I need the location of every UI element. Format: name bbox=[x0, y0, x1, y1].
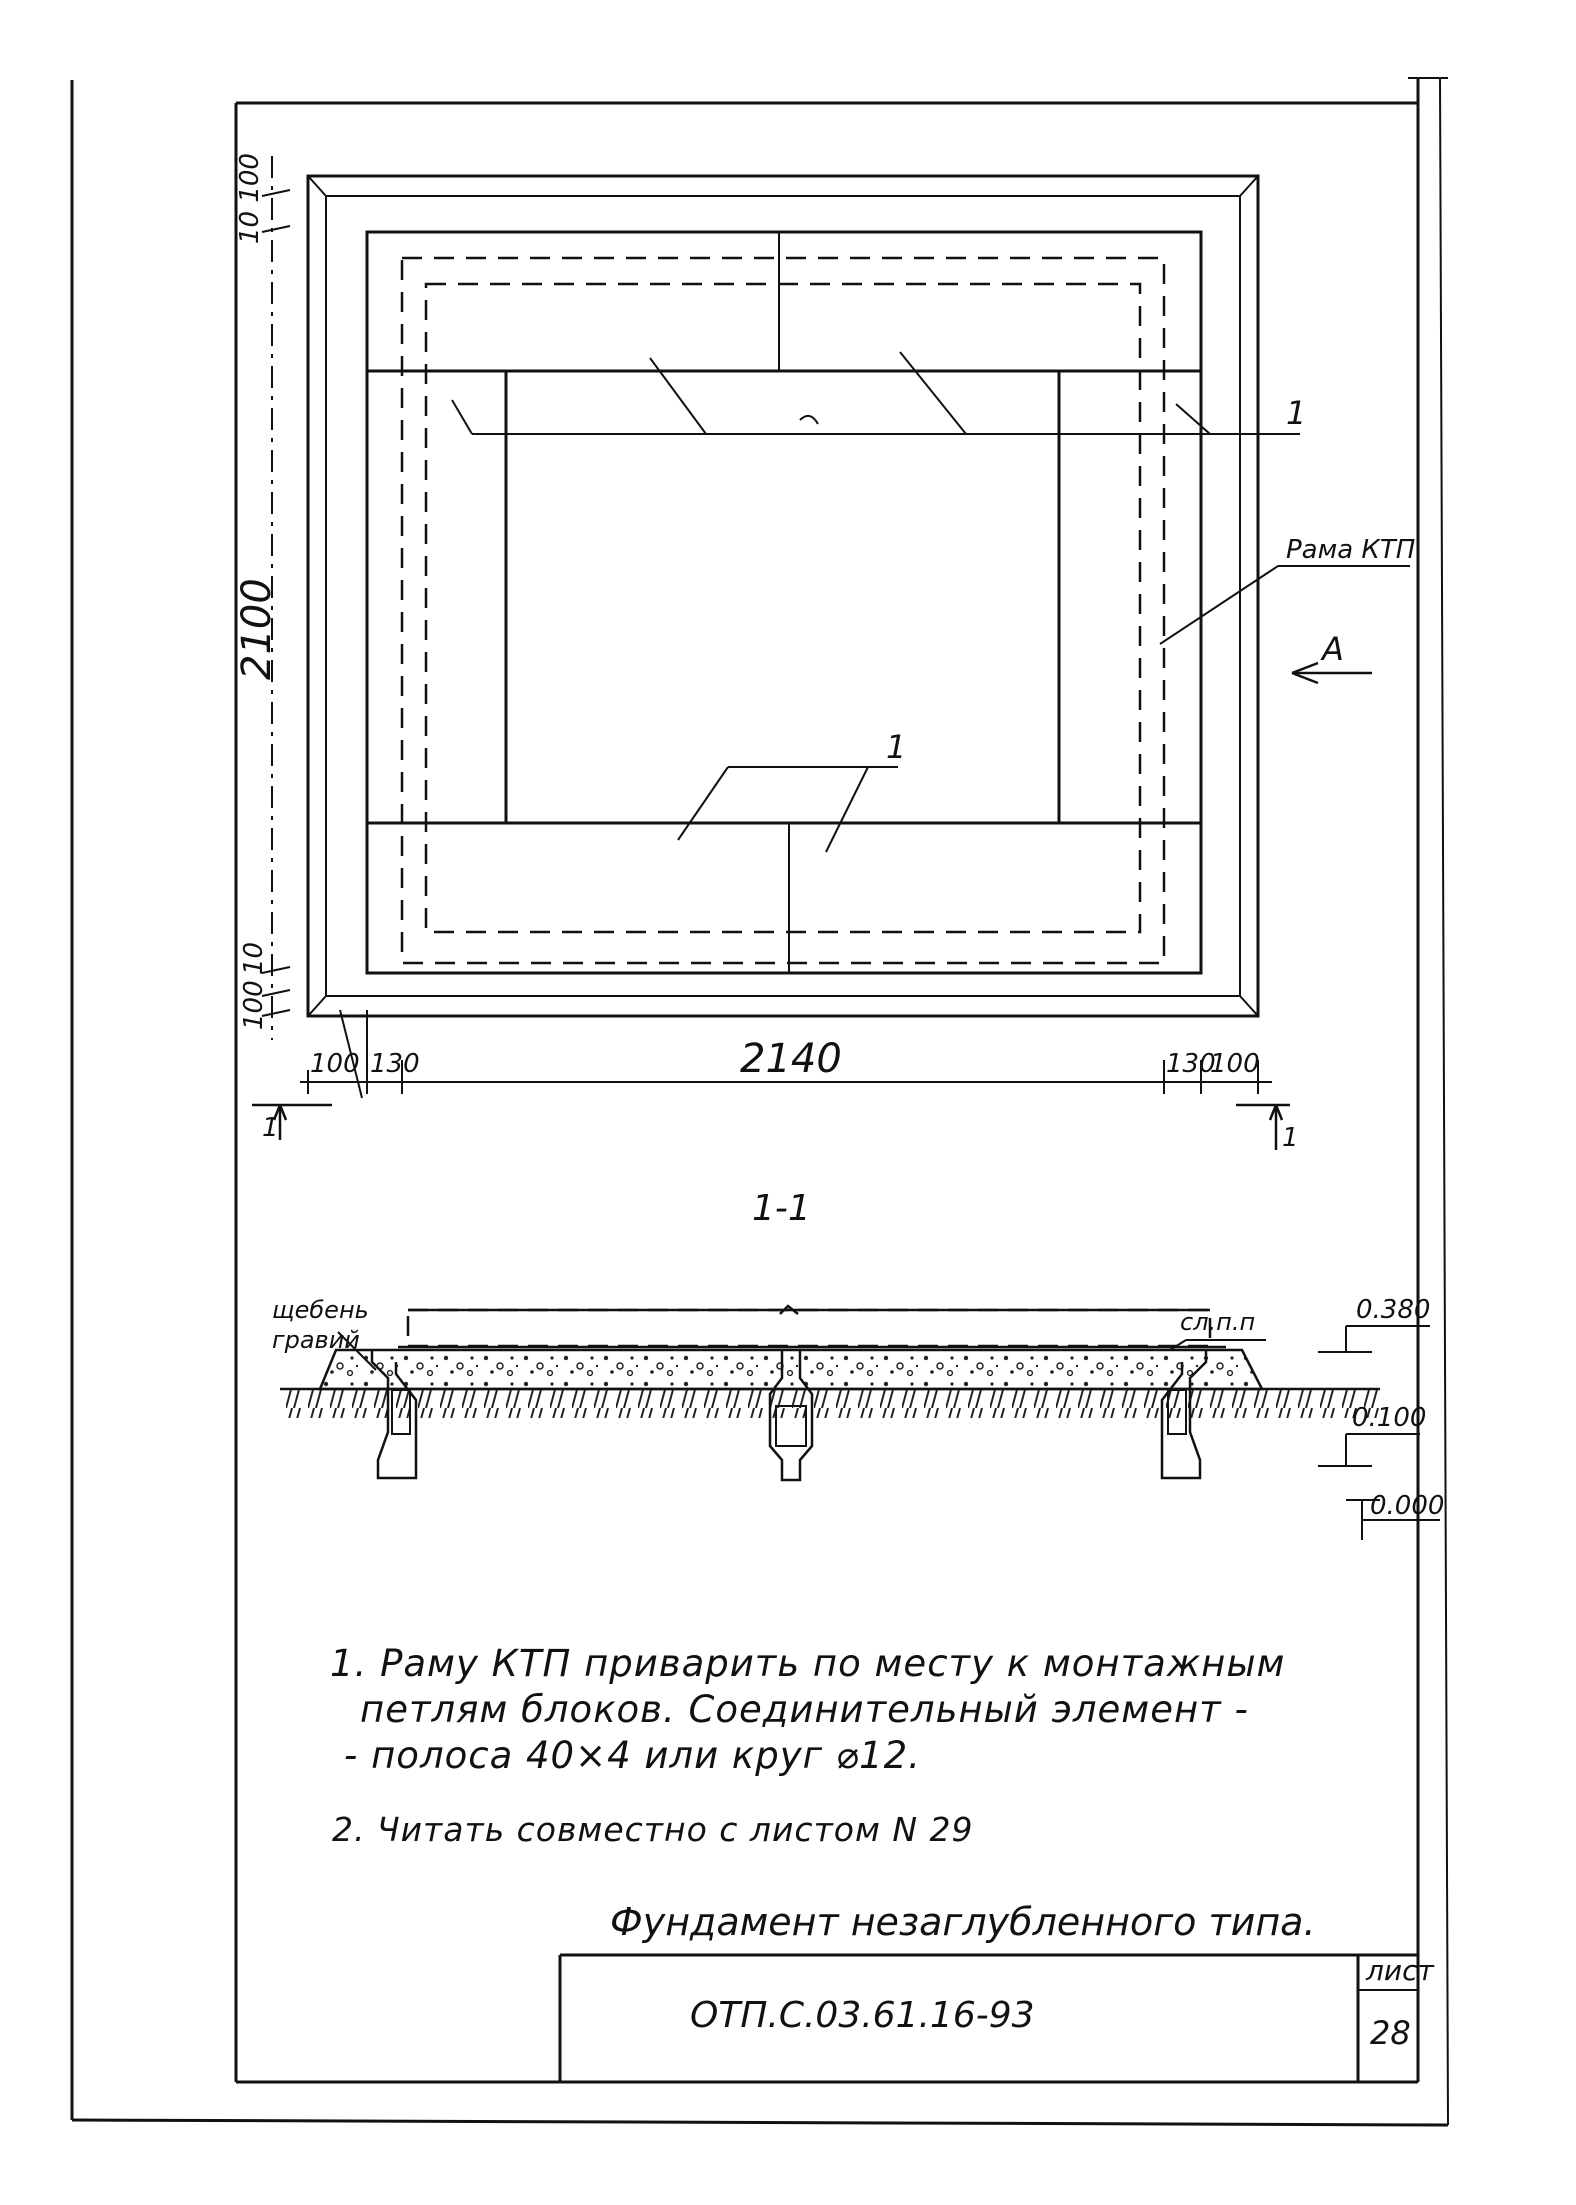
callout-item-top: 1 bbox=[1286, 394, 1306, 432]
dim-right-100: 100 bbox=[1210, 1049, 1260, 1079]
section-cut-marks bbox=[252, 1103, 1290, 1150]
elevation-0100: 0.100 bbox=[1352, 1403, 1426, 1433]
sheet-number: 28 bbox=[1370, 2014, 1411, 2052]
foundation-blocks-outline bbox=[365, 230, 1203, 975]
dim-vertical-span: 2100 bbox=[234, 578, 280, 680]
dim-top-small: 10 100 bbox=[235, 153, 265, 244]
dim-bottom-small: 10 bbox=[239, 942, 269, 975]
dim-left-100: 100 bbox=[310, 1049, 360, 1079]
label-asphalt: сл.п.п bbox=[1180, 1308, 1255, 1336]
elevation-0000: 0.000 bbox=[1370, 1491, 1444, 1521]
horizontal-dimension-line bbox=[300, 1009, 1272, 1099]
elevation-0380: 0.380 bbox=[1356, 1295, 1430, 1325]
sheet-border bbox=[70, 77, 1449, 2127]
frame-ktp-leader bbox=[1159, 565, 1410, 645]
block-middle bbox=[768, 1350, 814, 1482]
ground-hatch bbox=[280, 1390, 1380, 1418]
section-mark-right: 1 bbox=[1282, 1123, 1299, 1153]
dim-right-130: 130 bbox=[1166, 1049, 1216, 1079]
note-line-4: 2. Читать совместно с листом N 29 bbox=[332, 1810, 974, 1849]
ktp-frame-dashed bbox=[400, 256, 1166, 965]
label-gravel-1: щебень bbox=[272, 1296, 369, 1324]
note-line-2: петлям блоков. Соединительный элемент - bbox=[360, 1688, 1249, 1731]
callout-item-bottom: 1 bbox=[886, 728, 906, 766]
note-line-1: 1. Раму КТП приварить по месту к монтажн… bbox=[330, 1642, 1286, 1685]
section-title: 1-1 bbox=[752, 1188, 811, 1229]
block-left bbox=[370, 1350, 418, 1480]
vertical-dimension-line bbox=[261, 156, 291, 1040]
drawing-title: Фундамент незаглубленного типа. bbox=[610, 1900, 1316, 1944]
dim-left-130: 130 bbox=[370, 1049, 420, 1079]
item-1-leaders-top bbox=[451, 351, 1300, 435]
callout-view-a: А bbox=[1320, 630, 1344, 668]
ktp-frame-section bbox=[406, 1308, 1212, 1348]
gravel-bed bbox=[318, 1348, 1265, 1391]
callout-frame-ktp: Рама КТП bbox=[1286, 535, 1415, 565]
section-labels: щебень гравий сл.п.п 0.380 0.100 0.000 bbox=[272, 1295, 1444, 1521]
item-1-leaders-bottom bbox=[677, 766, 898, 853]
section-view bbox=[280, 1304, 1440, 1540]
dim-bottom-100: 100 bbox=[239, 980, 269, 1030]
plan-view bbox=[252, 156, 1410, 1150]
dim-horizontal-span: 2140 bbox=[740, 1036, 842, 1082]
drawing-code: ОТП.С.03.61.16-93 bbox=[690, 1995, 1035, 2036]
plan-inner-frame bbox=[325, 195, 1241, 997]
note-line-3: - полоса 40×4 или круг ⌀12. bbox=[344, 1734, 921, 1777]
title-block bbox=[558, 1953, 1418, 2082]
section-mark-left: 1 bbox=[262, 1113, 279, 1143]
plan-outer-frame bbox=[306, 174, 1260, 1018]
sheet-label: лист bbox=[1366, 1954, 1434, 1987]
elevation-markers bbox=[1318, 1325, 1440, 1540]
label-gravel-2: гравий bbox=[272, 1326, 360, 1354]
block-right bbox=[1160, 1350, 1208, 1480]
view-arrow-a bbox=[1291, 661, 1372, 685]
plan-labels: 10 100 2100 10 100 2140 100 130 130 100 … bbox=[234, 153, 1415, 1153]
